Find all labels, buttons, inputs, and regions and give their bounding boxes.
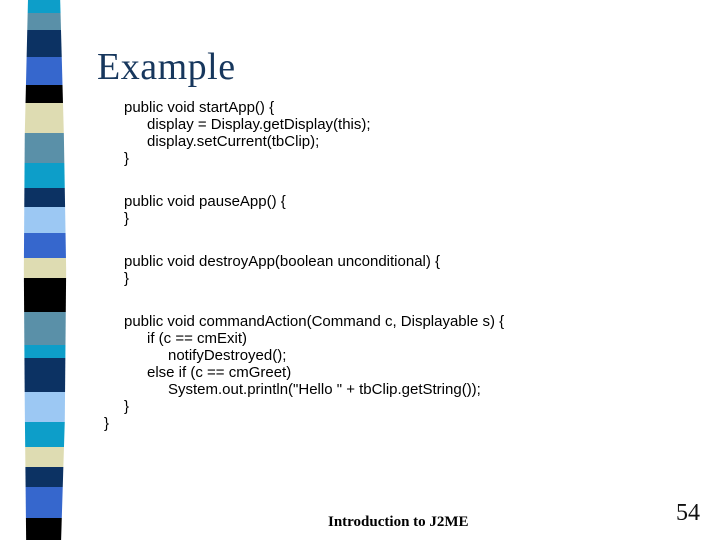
code-block: public void destroyApp(boolean unconditi… — [104, 253, 504, 287]
sidebar-color-block — [23, 392, 67, 422]
code-line: System.out.println("Hello " + tbClip.get… — [168, 381, 481, 398]
sidebar-color-block — [23, 103, 67, 133]
sidebar-color-block — [23, 312, 67, 345]
sidebar-color-block — [23, 258, 67, 278]
sidebar-color-block — [23, 163, 67, 188]
code-line: public void commandAction(Command c, Dis… — [124, 313, 505, 330]
code-line: public void startApp() { — [124, 99, 275, 116]
code-line: } — [124, 210, 130, 227]
code-block: public void pauseApp() {} — [104, 193, 504, 227]
code-block: public void commandAction(Command c, Dis… — [104, 313, 504, 432]
sidebar-color-block — [23, 233, 67, 258]
code-line: public void destroyApp(boolean unconditi… — [124, 253, 441, 270]
code-line: } — [124, 150, 130, 167]
sidebar-color-block — [23, 13, 67, 30]
code-line: else if (c == cmGreet) — [147, 364, 292, 381]
footer-title: Introduction to J2ME — [328, 514, 469, 530]
code-block: public void startApp() {display = Displa… — [104, 99, 504, 167]
code-listing: public void startApp() {display = Displa… — [104, 99, 504, 458]
sidebar-color-block — [23, 467, 67, 487]
code-line: notifyDestroyed(); — [168, 347, 287, 364]
sidebar-color-block — [23, 447, 67, 467]
code-line: public void pauseApp() { — [124, 193, 286, 210]
code-line: } — [124, 398, 130, 415]
sidebar-color-block — [23, 0, 67, 13]
sidebar-color-block — [23, 278, 67, 312]
sidebar-color-block — [23, 85, 67, 103]
page-number: 54 — [676, 500, 700, 526]
decorative-color-strip — [23, 0, 67, 540]
sidebar-color-block — [23, 57, 67, 85]
sidebar-color-block — [23, 188, 67, 207]
code-line: } — [104, 415, 110, 432]
sidebar-color-block — [23, 345, 67, 358]
sidebar-color-block — [23, 487, 67, 518]
sidebar-color-block — [23, 30, 67, 57]
sidebar-color-block — [23, 358, 67, 392]
code-line: } — [124, 270, 130, 287]
sidebar-color-block — [23, 422, 67, 447]
code-line: if (c == cmExit) — [147, 330, 248, 347]
sidebar-color-block — [23, 207, 67, 233]
code-line: display.setCurrent(tbClip); — [147, 133, 320, 150]
sidebar-color-block — [23, 133, 67, 163]
page-title: Example — [97, 46, 236, 89]
code-line: display = Display.getDisplay(this); — [147, 116, 371, 133]
sidebar-color-block — [23, 518, 67, 540]
